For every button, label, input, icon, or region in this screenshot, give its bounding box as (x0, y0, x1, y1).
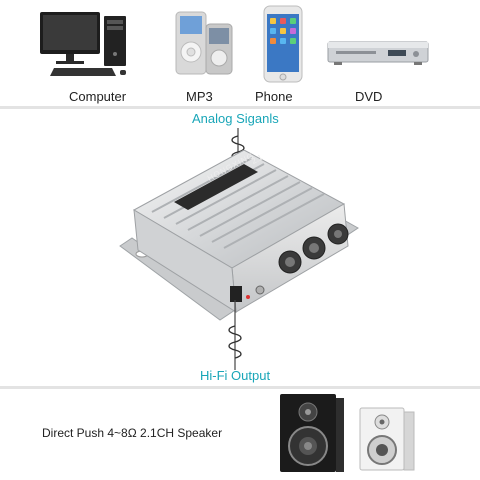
computer-device (36, 10, 136, 80)
mp3-device (174, 10, 240, 80)
mp3-label: MP3 (186, 89, 213, 104)
top-divider (0, 106, 480, 109)
mp3-player-icon (175, 11, 233, 75)
bottom-divider (0, 386, 480, 389)
knobs (278, 223, 349, 274)
output-wire (228, 300, 242, 370)
hifi-output-label: Hi-Fi Output (200, 368, 271, 383)
analog-signals-label: Analog Siganls (192, 111, 279, 126)
computer-icon (40, 12, 126, 76)
amplifier (119, 150, 359, 321)
phone-label: Phone (255, 89, 293, 104)
dvd-player-icon (327, 41, 429, 65)
phone-device (262, 4, 304, 84)
dvd-device (326, 36, 430, 70)
speaker-description: Direct Push 4~8Ω 2.1CH Speaker (42, 426, 223, 440)
computer-label: Computer (69, 89, 127, 104)
white-speaker-icon (359, 407, 415, 471)
black-speaker-icon (280, 394, 344, 472)
phone-icon (263, 5, 303, 83)
speakers (280, 394, 415, 472)
dvd-label: DVD (355, 89, 383, 104)
